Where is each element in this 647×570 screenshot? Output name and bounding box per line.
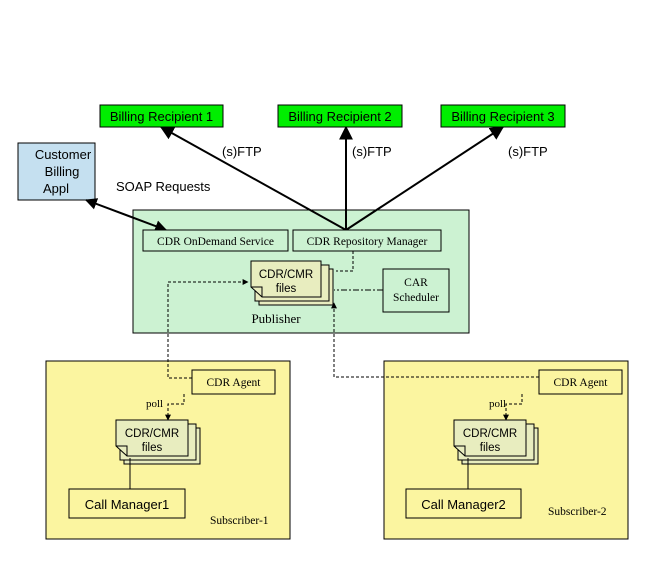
subscriber-1-poll-arrow (165, 394, 185, 421)
billing-recipient-3-label: Billing Recipient 3 (451, 109, 554, 124)
soap-arrow (84, 198, 168, 232)
subscriber-2-files-line-1: CDR/CMR (463, 428, 517, 440)
billing-recipient-3-box (440, 104, 566, 128)
subscriber-1-poll-label: poll (146, 398, 163, 410)
cdr-repository-manager-box (292, 229, 442, 252)
customer-billing-app-line-2: Billing (45, 164, 80, 179)
subscriber-2-files-line-2: files (480, 442, 501, 454)
publisher-files-line-2: files (276, 283, 297, 295)
cdr-ondemand-service-box (142, 229, 289, 252)
subscriber-2-poll-arrow (503, 394, 523, 421)
publisher-files-doc (250, 260, 322, 298)
publisher-files-fold (251, 286, 263, 297)
ftp-arrow-1 (159, 126, 347, 231)
subscriber-2-poll-label: poll (489, 398, 506, 410)
publisher-files-line-1: CDR/CMR (259, 269, 313, 281)
billing-recipient-1-box (99, 104, 224, 128)
ftp-label-2: (s)FTP (352, 144, 392, 159)
ftp-arrow-3 (345, 126, 505, 231)
subscriber-1-to-publisher-link (167, 279, 249, 379)
cdr-ondemand-service-label: CDR OnDemand Service (157, 236, 274, 248)
billing-recipient-1-label: Billing Recipient 1 (110, 109, 213, 124)
subscriber-2-to-publisher-link (331, 302, 539, 378)
subscriber-2-cdr-agent-label: CDR Agent (554, 377, 609, 389)
subscriber-2-files-doc (453, 419, 527, 457)
subscriber-1-files-fold (116, 445, 128, 456)
call-manager-2-box (405, 488, 522, 519)
call-manager-2-label: Call Manager2 (421, 497, 506, 512)
subscriber-1-files-doc (115, 419, 189, 457)
car-scheduler-line-2: Scheduler (393, 292, 439, 304)
subscriber-1-files-line-2: files (142, 442, 163, 454)
customer-billing-app-line-1: Customer (35, 147, 92, 162)
subscriber-2-files-fold (454, 445, 466, 456)
customer-billing-app-line-3: Appl (43, 181, 69, 196)
soap-requests-label: SOAP Requests (116, 179, 211, 194)
repository-to-files-link (336, 251, 354, 272)
subscriber-1-cdr-agent-label: CDR Agent (207, 377, 262, 389)
ftp-label-3: (s)FTP (508, 144, 548, 159)
subscriber-2-title: Subscriber-2 (548, 506, 607, 518)
subscriber-1-title: Subscriber-1 (210, 515, 269, 527)
car-scheduler-line-1: CAR (404, 277, 428, 289)
ftp-label-1: (s)FTP (222, 144, 262, 159)
call-manager-1-box (68, 488, 186, 519)
billing-recipient-2-box (277, 104, 403, 128)
billing-recipient-2-label: Billing Recipient 2 (288, 109, 391, 124)
subscriber-2-cdr-agent-box (538, 369, 623, 395)
publisher-title: Publisher (251, 311, 301, 326)
call-manager-1-label: Call Manager1 (85, 497, 170, 512)
subscriber-1-cdr-agent-box (191, 369, 276, 395)
car-scheduler-box (382, 268, 450, 313)
customer-billing-app-box (17, 142, 96, 201)
cdr-repository-manager-label: CDR Repository Manager (307, 236, 428, 248)
subscriber-1-files-line-1: CDR/CMR (125, 428, 179, 440)
